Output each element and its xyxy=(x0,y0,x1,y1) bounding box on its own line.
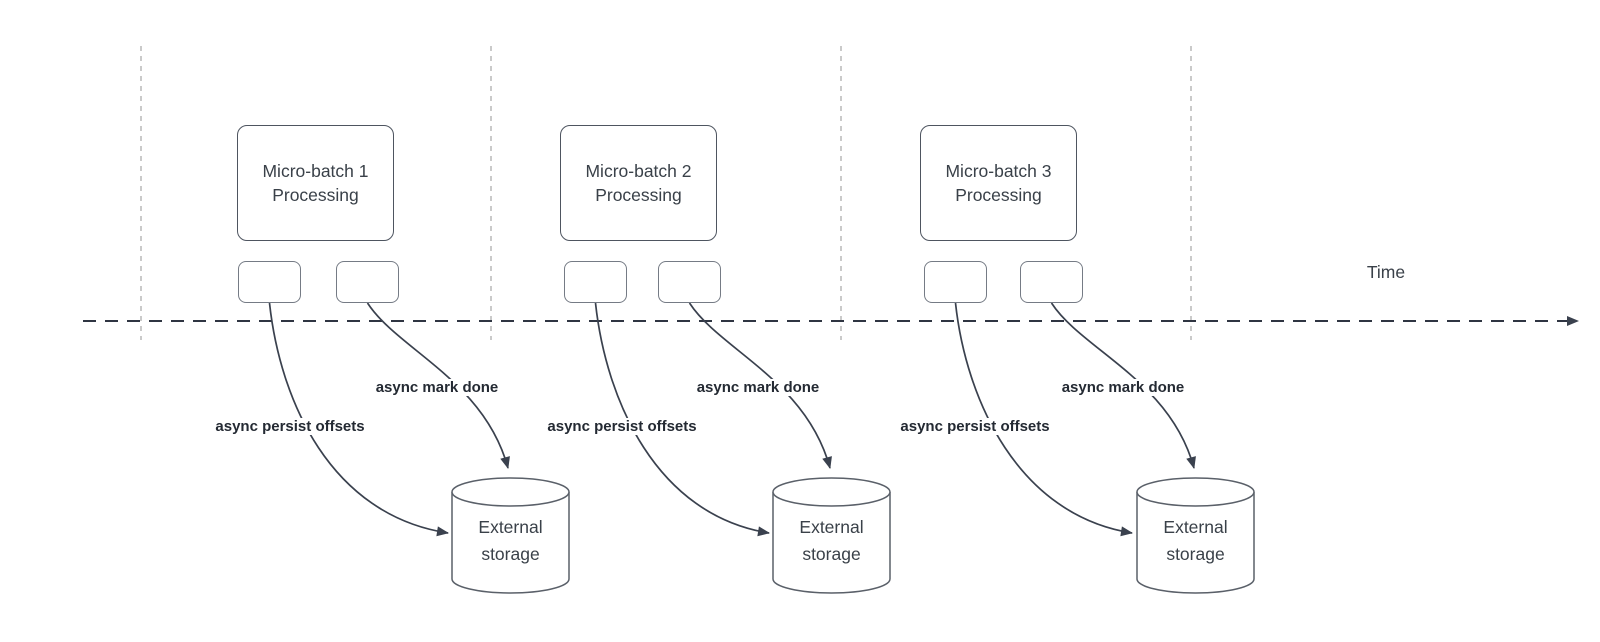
storage-label-line2: storage xyxy=(802,544,861,564)
external-storage-label-2: External storage xyxy=(773,514,890,568)
external-storage-cylinder-1 xyxy=(451,477,570,594)
storage-label-line1: External xyxy=(478,517,543,537)
batch-2-task-box-right xyxy=(658,261,721,303)
batch-2-mark-done-label: async mark done xyxy=(692,379,824,396)
storage-label-line1: External xyxy=(799,517,864,537)
batch-3-persist-offsets-label: async persist offsets xyxy=(896,418,1054,435)
batch-1-persist-offsets-label: async persist offsets xyxy=(211,418,369,435)
storage-label-line2: storage xyxy=(1166,544,1225,564)
external-storage-label-3: External storage xyxy=(1137,514,1254,568)
process-box-label-line2: Processing xyxy=(955,185,1042,205)
cylinder-body xyxy=(772,492,891,594)
process-box-label: Micro-batch 3 Processing xyxy=(945,159,1051,207)
storage-label-line2: storage xyxy=(481,544,540,564)
micro-batch-2-processing-box: Micro-batch 2 Processing xyxy=(560,125,717,241)
process-box-label: Micro-batch 2 Processing xyxy=(585,159,691,207)
batch-1-task-box-right xyxy=(336,261,399,303)
batch-2-persist-offsets-label: async persist offsets xyxy=(543,418,701,435)
process-box-label-line2: Processing xyxy=(272,185,359,205)
external-storage-label-1: External storage xyxy=(452,514,569,568)
batch-1-mark-done-label: async mark done xyxy=(371,379,503,396)
micro-batch-3-processing-box: Micro-batch 3 Processing xyxy=(920,125,1077,241)
batch-3-task-box-right xyxy=(1020,261,1083,303)
process-box-label-line1: Micro-batch 1 xyxy=(262,161,369,181)
batch-1-task-box-left xyxy=(238,261,301,303)
batch-2-async-mark-done-arrow xyxy=(688,302,832,469)
external-storage-cylinder-2 xyxy=(772,477,891,594)
batch-2-async-persist-offsets-arrow xyxy=(594,302,770,537)
batch-3-task-box-left xyxy=(924,261,987,303)
batch-3-async-mark-done-arrow xyxy=(1050,302,1196,469)
process-box-label: Micro-batch 1 Processing xyxy=(262,159,368,207)
process-box-label-line2: Processing xyxy=(595,185,682,205)
external-storage-cylinder-3 xyxy=(1136,477,1255,594)
cylinder-body xyxy=(1136,492,1255,594)
cylinder-top xyxy=(772,477,891,507)
batch-3-mark-done-label: async mark done xyxy=(1057,379,1189,396)
time-axis-label: Time xyxy=(1366,262,1406,282)
cylinder-top xyxy=(1136,477,1255,507)
batch-2-task-box-left xyxy=(564,261,627,303)
cylinder-body xyxy=(451,492,570,594)
storage-label-line1: External xyxy=(1163,517,1228,537)
micro-batch-1-processing-box: Micro-batch 1 Processing xyxy=(237,125,394,241)
batch-1-async-persist-offsets-arrow xyxy=(268,302,449,537)
cylinder-top xyxy=(451,477,570,507)
process-box-label-line1: Micro-batch 2 xyxy=(585,161,692,181)
process-box-label-line1: Micro-batch 3 xyxy=(945,161,1052,181)
batch-1-async-mark-done-arrow xyxy=(366,302,510,469)
batch-3-async-persist-offsets-arrow xyxy=(954,302,1133,537)
